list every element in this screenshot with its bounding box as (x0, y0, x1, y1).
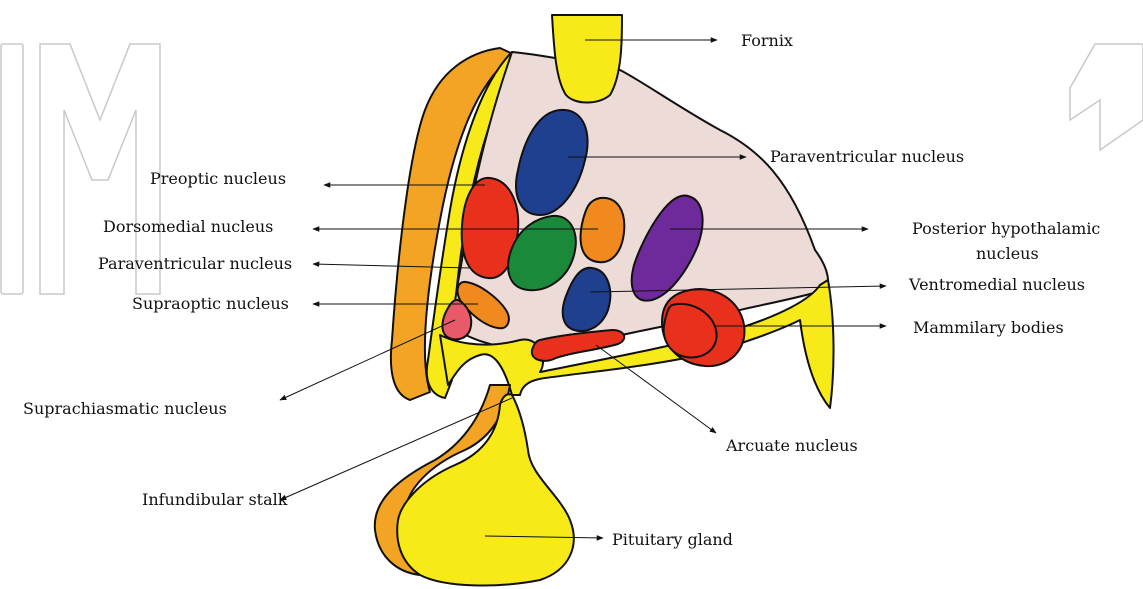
label-preoptic: Preoptic nucleus (150, 169, 286, 188)
label-dorsomedial: Dorsomedial nucleus (103, 217, 273, 236)
label-supraoptic: Supraoptic nucleus (132, 294, 289, 313)
label-posterior-line1: Posterior hypothalamic (912, 219, 1100, 238)
label-arcuate: Arcuate nucleus (725, 436, 858, 455)
label-pituitary: Pituitary gland (612, 530, 733, 549)
label-posterior-line2: nucleus (976, 244, 1039, 263)
watermark-arrow (1070, 44, 1143, 150)
label-suprachiasmatic: Suprachiasmatic nucleus (23, 399, 227, 418)
dorsomedial-nucleus-shape (581, 198, 625, 262)
label-fornix: Fornix (741, 31, 793, 50)
fornix (552, 15, 622, 103)
label-ventromedial: Ventromedial nucleus (908, 275, 1085, 294)
label-mammilary: Mammilary bodies (913, 318, 1064, 337)
label-paraventricular-top: Paraventricular nucleus (770, 147, 964, 166)
label-infundibular: Infundibular stalk (142, 490, 288, 509)
label-paraventricular-left: Paraventricular nucleus (98, 254, 292, 273)
